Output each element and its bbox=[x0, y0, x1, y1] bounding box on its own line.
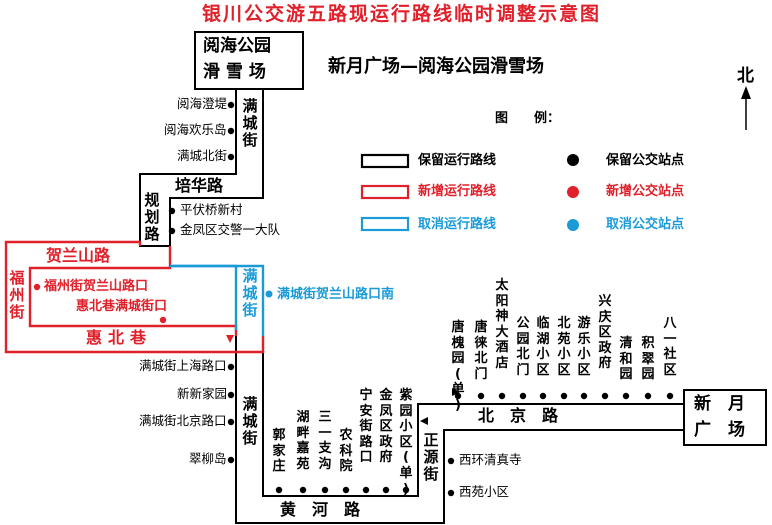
road-fuzhoujie: 福州街 bbox=[9, 269, 25, 321]
kept-route-north bbox=[139, 89, 264, 247]
cancelled-route-inner bbox=[170, 264, 238, 330]
legend-cancel-line bbox=[360, 216, 410, 232]
kept-route-south bbox=[262, 336, 684, 497]
road-peihualu: 培华路 bbox=[175, 176, 224, 195]
legend-new-route: 新增运行路线 bbox=[418, 184, 497, 199]
legend-keep-stop: 保留公交站点 bbox=[606, 153, 685, 168]
stop-qinghe-yuan: 清和园 bbox=[619, 336, 633, 383]
stop-linhu-xiaoqu: 临湖小区 bbox=[536, 316, 550, 378]
terminal-top-line2: 滑 雪 场 bbox=[203, 62, 266, 82]
road-beijinglu: 北 京 路 bbox=[478, 406, 559, 425]
stop-cuiliudao: 翠柳岛 bbox=[189, 451, 227, 466]
terminal-right-line1: 新 月 bbox=[694, 394, 745, 414]
stop-jinfeng-jiaojing: 金凤区交警一大队 bbox=[180, 222, 281, 237]
stop-mancheng-beijing: 满城街北京路口 bbox=[139, 413, 227, 428]
stop-sanyizhigou: 三一支沟 bbox=[318, 410, 332, 472]
stop-ningan-jie: 宁安街路口 bbox=[359, 388, 373, 466]
stop-xiyuan-xiaoqu: 西苑小区 bbox=[459, 484, 510, 499]
terminal-top-box bbox=[194, 31, 304, 90]
new-route bbox=[4, 240, 265, 354]
terminal-right-box bbox=[683, 389, 767, 446]
road-manchengjie-top: 满城街 bbox=[242, 97, 258, 149]
stop-mancheng-helanshan-nan: 满城街贺兰山路口南 bbox=[277, 287, 395, 302]
stop-xihuan-qingzhensi: 西环清真寺 bbox=[459, 452, 522, 467]
road-guihualu: 规划路 bbox=[144, 191, 160, 243]
stop-yuehai-huanledao: 阅海欢乐岛 bbox=[164, 122, 227, 137]
stop-huibei-mancheng: 惠北巷满城街口 bbox=[76, 299, 168, 314]
legend-cancel-stop: 取消公交站点 bbox=[606, 217, 685, 232]
legend-cancel-dot bbox=[567, 219, 579, 231]
legend-keep-line bbox=[360, 153, 410, 169]
stop-tanghuaiyuan: 唐槐园(单) bbox=[451, 320, 465, 413]
stop-bayi-shequ: 八一社区 bbox=[663, 316, 677, 378]
stop-dots bbox=[33, 101, 674, 497]
legend-keep-dot bbox=[567, 154, 579, 166]
direction-arrows bbox=[226, 335, 460, 425]
stop-youle-xiaoqu: 游乐小区 bbox=[577, 316, 591, 378]
legend-new-stop: 新增公交站点 bbox=[606, 184, 685, 199]
stop-yuehai-chengdi: 阅海澄堤 bbox=[177, 96, 228, 111]
road-manchengjie-mid: 满城街 bbox=[242, 267, 258, 319]
road-huanghelu: 黄 河 路 bbox=[280, 500, 361, 519]
map-subtitle: 新月广场—阅海公园滑雪场 bbox=[328, 56, 544, 77]
legend-new-dot bbox=[567, 186, 579, 198]
stop-nongkeyuan: 农科院 bbox=[339, 428, 353, 475]
legend-new-line bbox=[360, 184, 410, 200]
road-huibeixiang: 惠北巷 bbox=[86, 328, 153, 347]
stop-taiyang-shenzhou: 太阳神大酒店 bbox=[495, 278, 509, 371]
road-manchengjie-low: 满城街 bbox=[242, 395, 258, 447]
stop-fuzhou-helanshan: 福州街贺兰山路口 bbox=[44, 279, 149, 294]
road-helanshanlu: 贺兰山路 bbox=[46, 246, 111, 265]
legend-cancel-route: 取消运行路线 bbox=[418, 217, 497, 232]
stop-mancheng-shanghai: 满城街上海路口 bbox=[139, 358, 227, 373]
kept-route-south-inner bbox=[235, 336, 684, 524]
stop-pingfuqiao: 平伏桥新村 bbox=[180, 202, 243, 217]
north-label: 北 bbox=[737, 66, 754, 86]
stop-mancheng-beijie: 满城北街 bbox=[177, 148, 228, 163]
stop-xingqing-zhengfu: 兴庆区政府 bbox=[598, 294, 612, 372]
north-arrow-head bbox=[741, 86, 751, 99]
terminal-top-line1: 阅海公园 bbox=[203, 36, 271, 56]
stop-gongyuan-beimen: 公园北门 bbox=[516, 316, 530, 378]
stop-guojiazhuang: 郭家庄 bbox=[272, 428, 286, 475]
stop-jicui-yuan: 积翠园 bbox=[641, 336, 655, 383]
legend-heading: 图 例： bbox=[495, 111, 561, 126]
stop-ziyuan-xiaoqu: 紫园小区(单) bbox=[399, 388, 413, 497]
terminal-right-line2: 广 场 bbox=[694, 420, 745, 440]
stop-beiyuan-xiaoqu: 北苑小区 bbox=[557, 316, 571, 378]
map-title: 银川公交游五路现运行路线临时调整示意图 bbox=[202, 3, 602, 25]
stop-jinfeng-zhengfu: 金凤区政府 bbox=[379, 388, 393, 466]
stop-xinxinjiayuan: 新新家园 bbox=[177, 386, 228, 401]
legend-keep-route: 保留运行路线 bbox=[418, 153, 497, 168]
stop-tanglai-beimen: 唐徕北门 bbox=[474, 320, 488, 382]
stop-hupanjiayuan: 湖畔嘉苑 bbox=[296, 410, 310, 472]
road-zhengyuanjie: 正源街 bbox=[423, 431, 439, 483]
